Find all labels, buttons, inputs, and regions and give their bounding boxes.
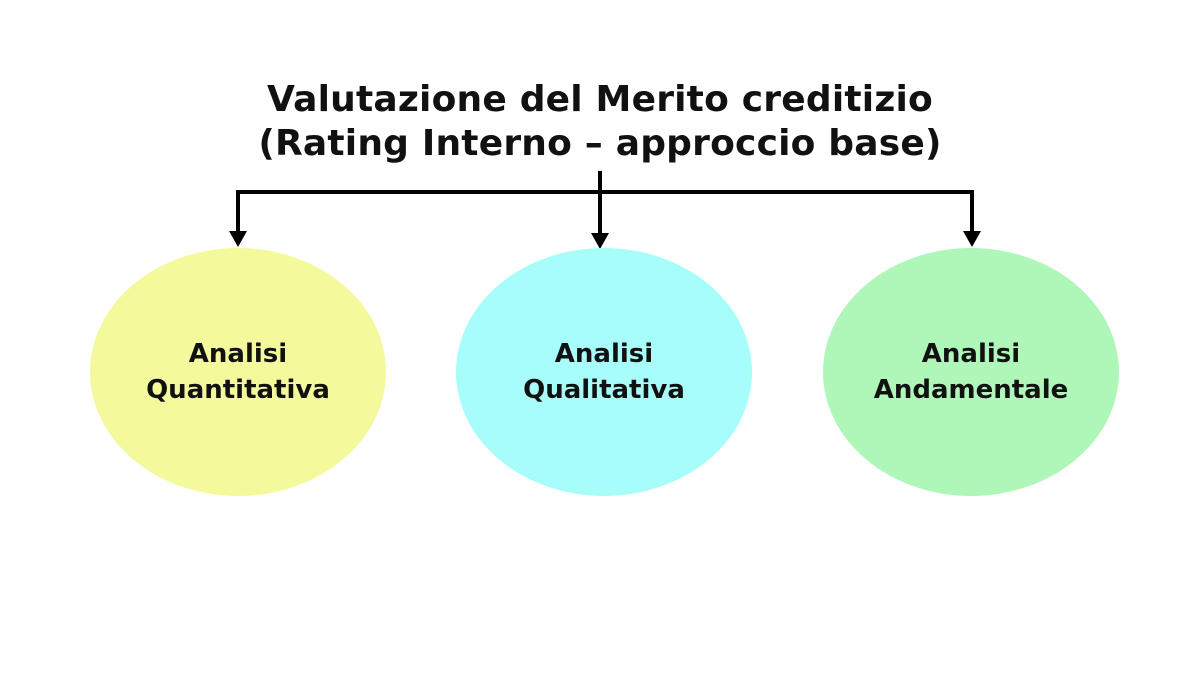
node-label-line-2: Andamentale	[873, 375, 1069, 405]
diagram-title: Valutazione del Merito creditizio (Ratin…	[0, 78, 1200, 166]
arrowhead-center	[591, 233, 609, 249]
node-label-line-1: Analisi	[921, 339, 1021, 369]
node-label-line-1: Analisi	[188, 339, 288, 369]
arrowhead-left	[229, 231, 247, 247]
node-analisi-qualitativa: Analisi Qualitativa	[456, 248, 752, 496]
node-label-line-2: Qualitativa	[523, 375, 685, 405]
node-label-line-1: Analisi	[554, 339, 654, 369]
node-analisi-quantitativa: Analisi Quantitativa	[90, 248, 386, 496]
diagram-title-line-1: Valutazione del Merito creditizio	[267, 79, 933, 120]
node-label-line-2: Quantitativa	[146, 375, 330, 405]
diagram-title-line-2: (Rating Interno – approccio base)	[258, 123, 942, 164]
node-analisi-andamentale: Analisi Andamentale	[823, 248, 1119, 496]
arrowhead-right	[963, 231, 981, 247]
